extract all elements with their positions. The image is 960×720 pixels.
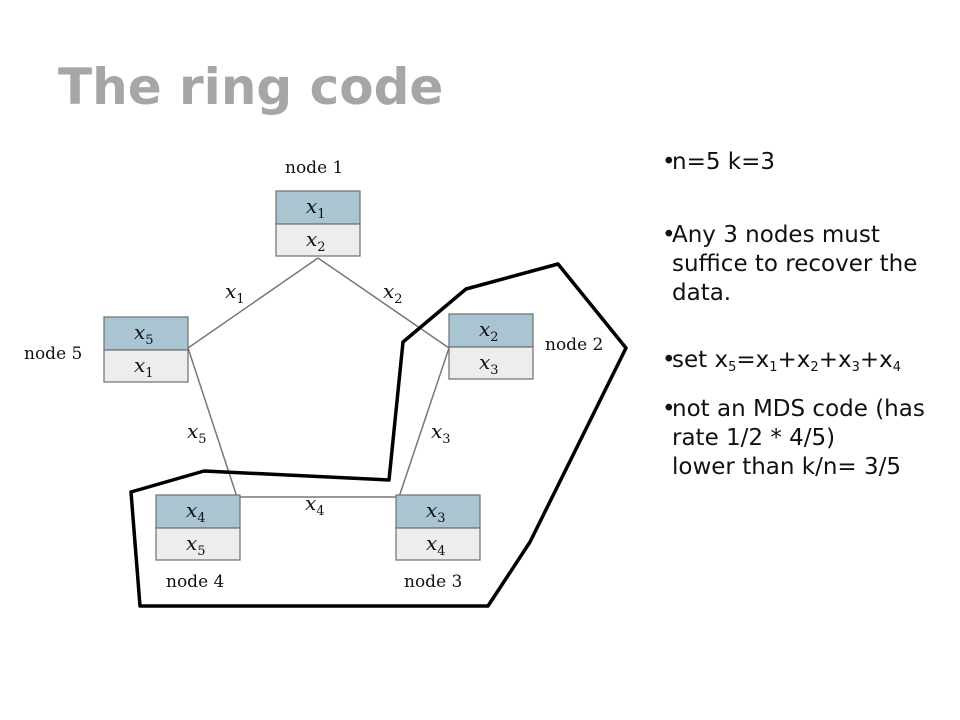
node-bottom-cell: [448, 346, 534, 380]
bullet-continuation: lower than k/n= 3/5: [672, 454, 902, 480]
node-top-cell: [103, 316, 189, 351]
node-3: x3 x4 node 3: [395, 494, 481, 592]
edge-node1-node5: [187, 257, 319, 349]
node-top-cell: [275, 190, 361, 225]
edge-label-x4: x4: [305, 491, 325, 519]
selection-outline: [129, 262, 628, 608]
edge-label-x2: x2: [383, 279, 403, 307]
node-label: node 2: [545, 335, 603, 355]
cell-value: x2: [479, 317, 499, 345]
bullet-dot: •: [662, 222, 676, 248]
bullet-dot: •: [662, 347, 676, 373]
bullet-text: Any 3 nodes must suffice to recover the …: [672, 222, 918, 306]
bullet-recovery: •Any 3 nodes must suffice to recover the…: [662, 221, 954, 308]
node-bottom-cell: [103, 349, 189, 383]
cell-value: x1: [306, 194, 326, 222]
bullet-dot: •: [662, 149, 676, 175]
node-top-cell: [395, 494, 481, 529]
node-label: node 1: [285, 158, 343, 178]
cell-value: x4: [426, 531, 446, 559]
cell-value: x4: [186, 498, 206, 526]
node-bottom-cell: [155, 527, 241, 561]
bullet-text: n=5 k=3: [672, 149, 776, 175]
node-label: node 3: [404, 572, 462, 592]
edge-label-x3: x3: [431, 419, 451, 447]
cell-value: x3: [479, 350, 499, 378]
slide-title: The ring code: [58, 58, 444, 116]
node-bottom-cell: [395, 527, 481, 561]
node-label: node 4: [166, 572, 224, 592]
bullet-parity: •set x5=x1+x2+x3+x4: [662, 346, 954, 375]
cell-value: x2: [306, 227, 326, 255]
edge-node2-node3: [398, 347, 450, 498]
bullet-dot: •: [662, 396, 676, 422]
edge-node1-node2: [317, 257, 450, 349]
node-4: x4 x5 node 4: [155, 494, 241, 592]
node-1: node 1 x1 x2: [275, 158, 361, 257]
node-bottom-cell: [275, 223, 361, 257]
node-2: node 2 x2 x3: [448, 313, 603, 380]
cell-value: x5: [134, 320, 154, 348]
bullet-list: •n=5 k=3 •Any 3 nodes must suffice to re…: [662, 148, 954, 482]
bullet-text: not an MDS code (has rate 1/2 * 4/5): [672, 396, 925, 451]
edge-label-x1: x1: [225, 279, 245, 307]
node-label: node 5: [24, 344, 82, 364]
bullet-text: set x5=x1+x2+x3+x4: [672, 347, 902, 375]
cell-value: x5: [186, 531, 206, 559]
cell-value: x3: [426, 498, 446, 526]
cell-value: x1: [134, 353, 154, 381]
edge-label-x5: x5: [187, 419, 207, 447]
bullet-parameters: •n=5 k=3: [662, 148, 954, 177]
node-5: node 5 x5 x1: [24, 316, 189, 383]
bullet-rate: •not an MDS code (has rate 1/2 * 4/5) lo…: [662, 395, 954, 482]
